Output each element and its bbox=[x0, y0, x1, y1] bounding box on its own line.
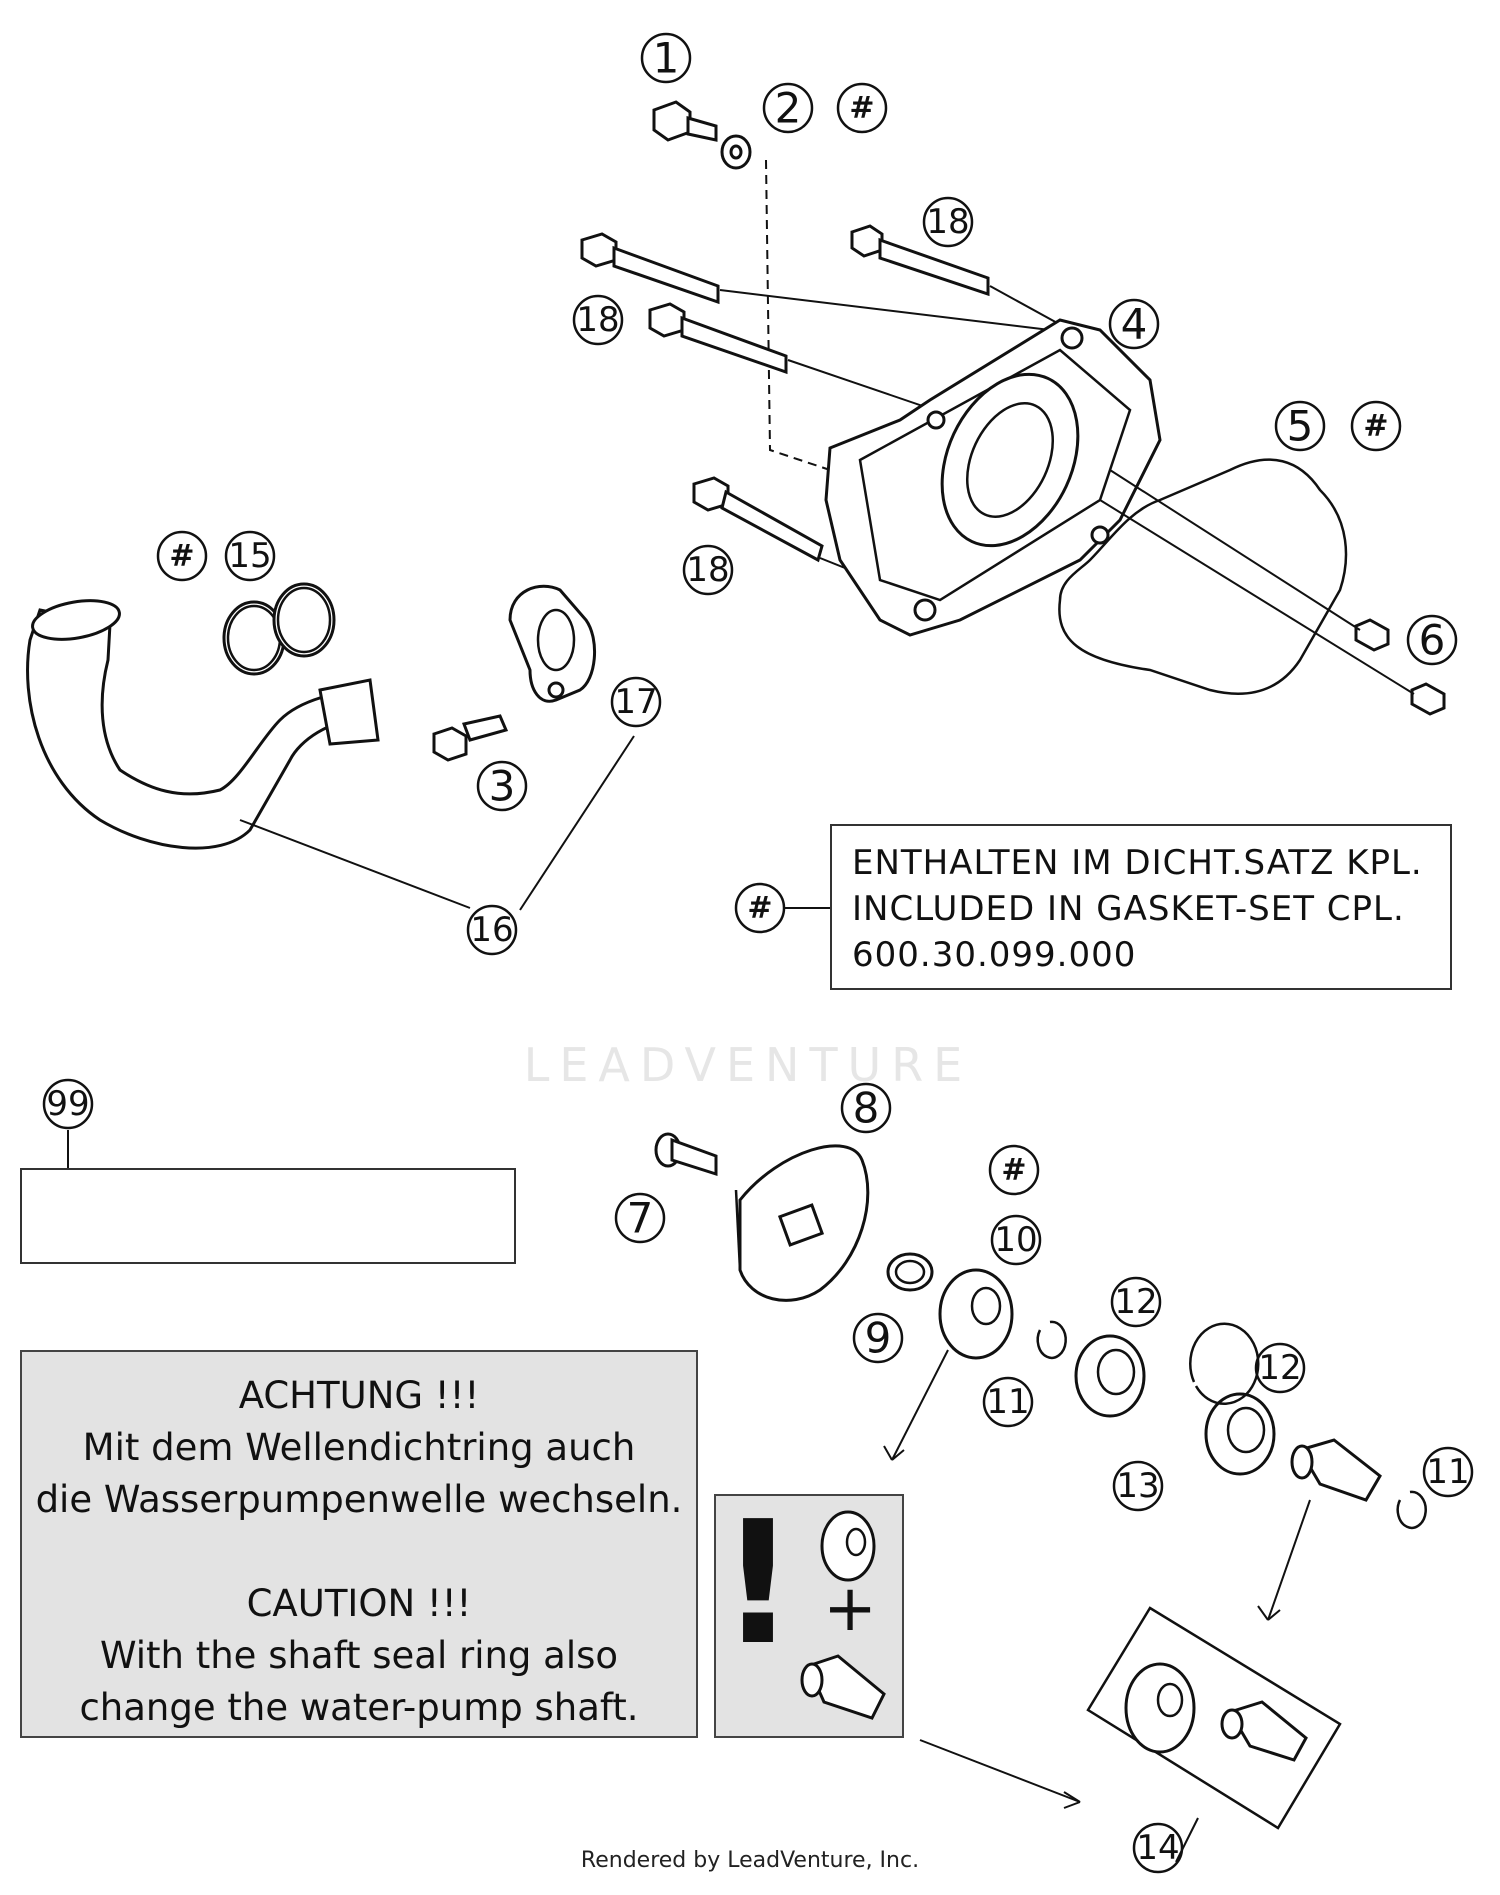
part-12-bearings bbox=[1074, 1334, 1276, 1476]
callout-8: 8 bbox=[840, 1082, 892, 1134]
water-pump-shaft-icon bbox=[800, 1654, 886, 1720]
svg-text:17: 17 bbox=[614, 682, 657, 722]
callout-10: 10 bbox=[990, 1214, 1042, 1266]
callout-hash: # bbox=[836, 82, 888, 134]
svg-text:2: 2 bbox=[775, 84, 802, 133]
svg-text:9: 9 bbox=[865, 1314, 892, 1363]
caution-title-de: ACHTUNG !!! bbox=[238, 1374, 480, 1417]
svg-text:11: 11 bbox=[1426, 1452, 1469, 1492]
callout-13: 13 bbox=[1112, 1460, 1164, 1512]
gasket-note-part-number: 600.30.099.000 bbox=[852, 935, 1137, 975]
svg-text:8: 8 bbox=[853, 1084, 880, 1133]
part-14-kit-group bbox=[1086, 1606, 1342, 1830]
callout-hash: # bbox=[988, 1144, 1040, 1196]
part-11-circlip-2 bbox=[1396, 1490, 1427, 1530]
svg-text:4: 4 bbox=[1121, 300, 1148, 349]
gasket-note-line-de: ENTHALTEN IM DICHT.SATZ KPL. bbox=[852, 843, 1423, 883]
kit-99-box bbox=[20, 1168, 516, 1264]
svg-text:#: # bbox=[169, 539, 194, 574]
callout-11: 11 bbox=[982, 1376, 1034, 1428]
callout-5: 5 bbox=[1274, 400, 1326, 452]
callout-9: 9 bbox=[852, 1312, 904, 1364]
part-17-flange-gasket bbox=[508, 584, 597, 703]
part-3-bolt bbox=[432, 714, 509, 762]
svg-text:6: 6 bbox=[1419, 616, 1446, 665]
svg-text:#: # bbox=[747, 891, 772, 926]
caution-note: ACHTUNG !!! Mit dem Wellendichtring auch… bbox=[20, 1350, 698, 1738]
callout-7: 7 bbox=[614, 1192, 666, 1244]
svg-text:5: 5 bbox=[1287, 402, 1314, 451]
callout-hash: # bbox=[734, 882, 786, 934]
svg-text:99: 99 bbox=[46, 1084, 89, 1124]
gasket-set-note: ENTHALTEN IM DICHT.SATZ KPL. INCLUDED IN… bbox=[830, 824, 1452, 990]
svg-text:18: 18 bbox=[576, 300, 619, 340]
caution-text-en-2: change the water-pump shaft. bbox=[79, 1686, 639, 1729]
part-2-washer bbox=[720, 134, 752, 170]
callout-14: 14 bbox=[1132, 1822, 1184, 1874]
svg-text:16: 16 bbox=[470, 910, 513, 950]
callout-18: 18 bbox=[572, 294, 624, 346]
replace-together-warning: ! + bbox=[714, 1485, 904, 1738]
svg-text:12: 12 bbox=[1114, 1282, 1157, 1322]
callout-3: 3 bbox=[476, 760, 528, 812]
callout-2: 2 bbox=[762, 82, 814, 134]
callout-18: 18 bbox=[682, 544, 734, 596]
part-14-shaft bbox=[1290, 1438, 1382, 1502]
warning-pictogram: ! + bbox=[719, 1485, 886, 1720]
part-6-dowels bbox=[1354, 618, 1446, 716]
callout-hash: # bbox=[1350, 400, 1402, 452]
svg-text:11: 11 bbox=[986, 1382, 1029, 1422]
svg-text:12: 12 bbox=[1258, 1348, 1301, 1388]
callout-15: 15 bbox=[224, 530, 276, 582]
callout-6: 6 bbox=[1406, 614, 1458, 666]
part-18-bolts bbox=[580, 224, 990, 563]
exclamation-icon: ! bbox=[719, 1496, 797, 1683]
callout-18: 18 bbox=[922, 196, 974, 248]
watermark-text: LEADVENTURE bbox=[523, 1038, 973, 1092]
part-4-pump-cover bbox=[824, 318, 1162, 637]
part-10-shaft-seal bbox=[938, 1268, 1014, 1360]
svg-text:10: 10 bbox=[994, 1220, 1037, 1260]
caution-title-en: CAUTION !!! bbox=[246, 1582, 472, 1625]
plus-icon: + bbox=[823, 1572, 877, 1646]
part-11-circlip bbox=[1036, 1320, 1067, 1360]
caution-text-de-2: die Wasserpumpenwelle wechseln. bbox=[35, 1478, 683, 1521]
svg-text:13: 13 bbox=[1116, 1466, 1159, 1506]
part-16-coolant-pipe bbox=[26, 599, 380, 850]
shaft-seal-icon bbox=[820, 1510, 876, 1582]
part-5-gasket bbox=[1058, 458, 1348, 695]
svg-text:18: 18 bbox=[686, 550, 729, 590]
gasket-note-line-en: INCLUDED IN GASKET-SET CPL. bbox=[852, 889, 1405, 929]
part-7-bolt bbox=[654, 1132, 718, 1177]
callout-4: 4 bbox=[1108, 298, 1160, 350]
svg-text:18: 18 bbox=[926, 202, 969, 242]
part-9-ring bbox=[886, 1252, 934, 1292]
svg-text:#: # bbox=[1363, 409, 1388, 444]
svg-text:#: # bbox=[849, 91, 874, 126]
callout-1: 1 bbox=[640, 32, 692, 84]
part-15-o-rings bbox=[222, 582, 336, 676]
caution-text-en-1: With the shaft seal ring also bbox=[99, 1634, 619, 1677]
svg-text:7: 7 bbox=[627, 1194, 654, 1243]
callout-99: 99 bbox=[42, 1078, 94, 1130]
part-1-bolt bbox=[652, 100, 718, 142]
part-8-impeller bbox=[734, 1144, 870, 1302]
callout-11: 11 bbox=[1422, 1446, 1474, 1498]
callout-17: 17 bbox=[610, 676, 662, 728]
svg-text:15: 15 bbox=[228, 536, 271, 576]
svg-text:1: 1 bbox=[653, 34, 680, 83]
callout-12: 12 bbox=[1254, 1342, 1306, 1394]
callout-16: 16 bbox=[466, 904, 518, 956]
part-13-retaining-ring bbox=[1189, 1322, 1260, 1405]
svg-text:14: 14 bbox=[1136, 1828, 1179, 1868]
rendered-by-footer: Rendered by LeadVenture, Inc. bbox=[580, 1848, 920, 1873]
svg-text:#: # bbox=[1001, 1153, 1026, 1188]
caution-text-de-1: Mit dem Wellendichtring auch bbox=[82, 1426, 636, 1469]
svg-text:3: 3 bbox=[489, 762, 516, 811]
callout-12: 12 bbox=[1110, 1276, 1162, 1328]
callout-hash: # bbox=[156, 530, 208, 582]
